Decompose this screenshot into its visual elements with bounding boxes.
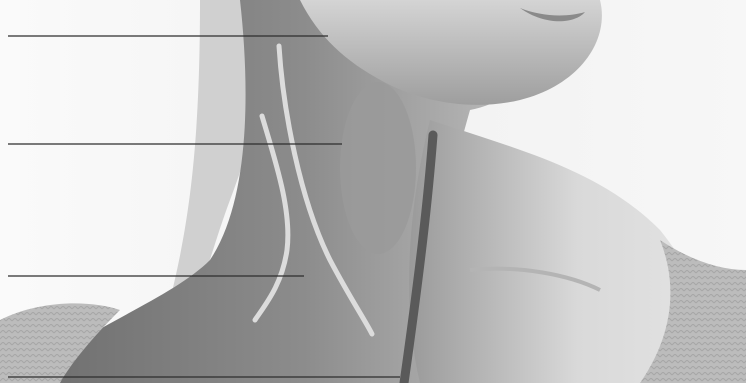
thyroid-oval	[340, 82, 416, 254]
